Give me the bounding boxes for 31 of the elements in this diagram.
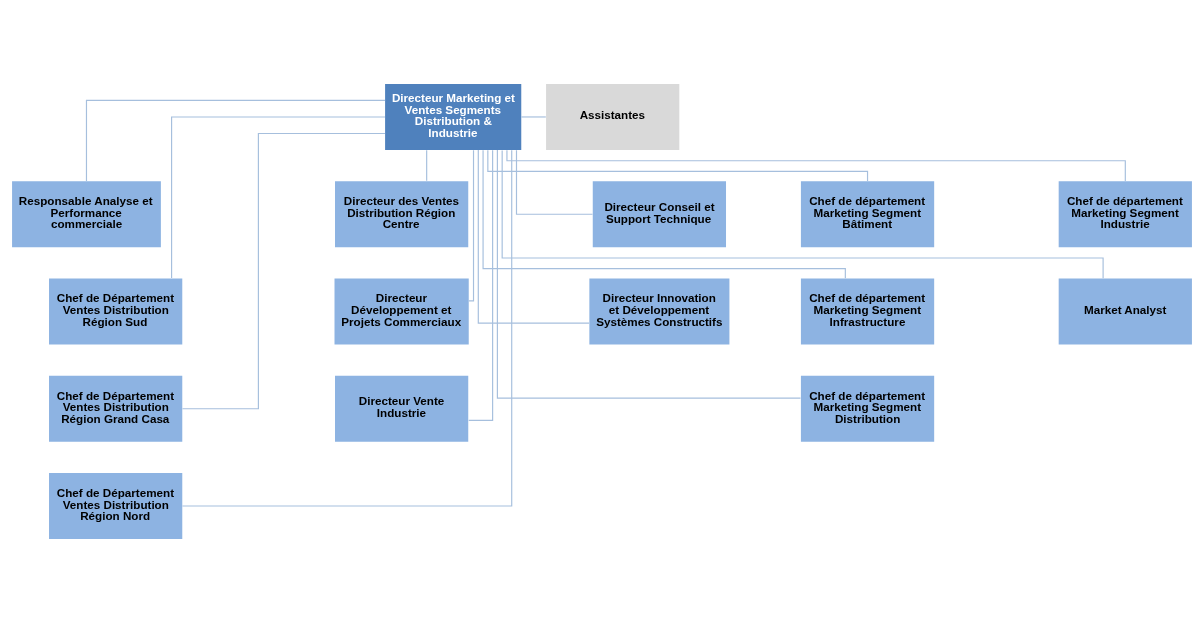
connector (85, 99, 386, 182)
node-box: Directeur Vente Industrie (335, 375, 469, 442)
connector (515, 149, 594, 215)
connector (487, 149, 869, 182)
connector (468, 149, 475, 302)
node-box: Chef de Département Ventes Distribution Région Grand Casa (49, 375, 183, 442)
connector (181, 132, 386, 410)
node-box: Directeur des Ventes Distribution Région Centre (335, 181, 469, 248)
node-box: Chef de département Marketing Segment Distribution (800, 375, 935, 442)
node-box: Directeur Marketing et Ventes Segments Distribution & Industrie (385, 83, 522, 151)
connector (496, 149, 802, 399)
connector (426, 149, 428, 182)
connector (520, 116, 547, 118)
connector (506, 149, 1126, 182)
connector (181, 149, 513, 507)
node-box: Directeur Innovation et Développement Systèmes Constructifs (589, 278, 730, 345)
node-box: Directeur Conseil et Support Technique (592, 181, 726, 248)
node-box: Chef de Département Ventes Distribution Région Sud (49, 278, 183, 345)
node-box: Chef de département Marketing Segment Bâtiment (800, 181, 935, 248)
node-box: Chef de département Marketing Segment Infrastructure (800, 278, 935, 345)
node-box: Chef de Département Ventes Distribution Région Nord (49, 472, 183, 540)
connector (477, 149, 590, 324)
node-box: Chef de département Marketing Segment Industrie (1058, 181, 1192, 248)
node-box: Responsable Analyse et Performance commerciale (12, 181, 161, 248)
connector (482, 149, 846, 279)
connector (468, 149, 494, 422)
node-box: Assistantes (546, 83, 680, 151)
connector (171, 116, 386, 279)
connector (501, 149, 1104, 279)
node-box: Directeur Développement et Projets Commerciaux (334, 278, 469, 345)
node-box: Market Analyst (1058, 278, 1192, 345)
